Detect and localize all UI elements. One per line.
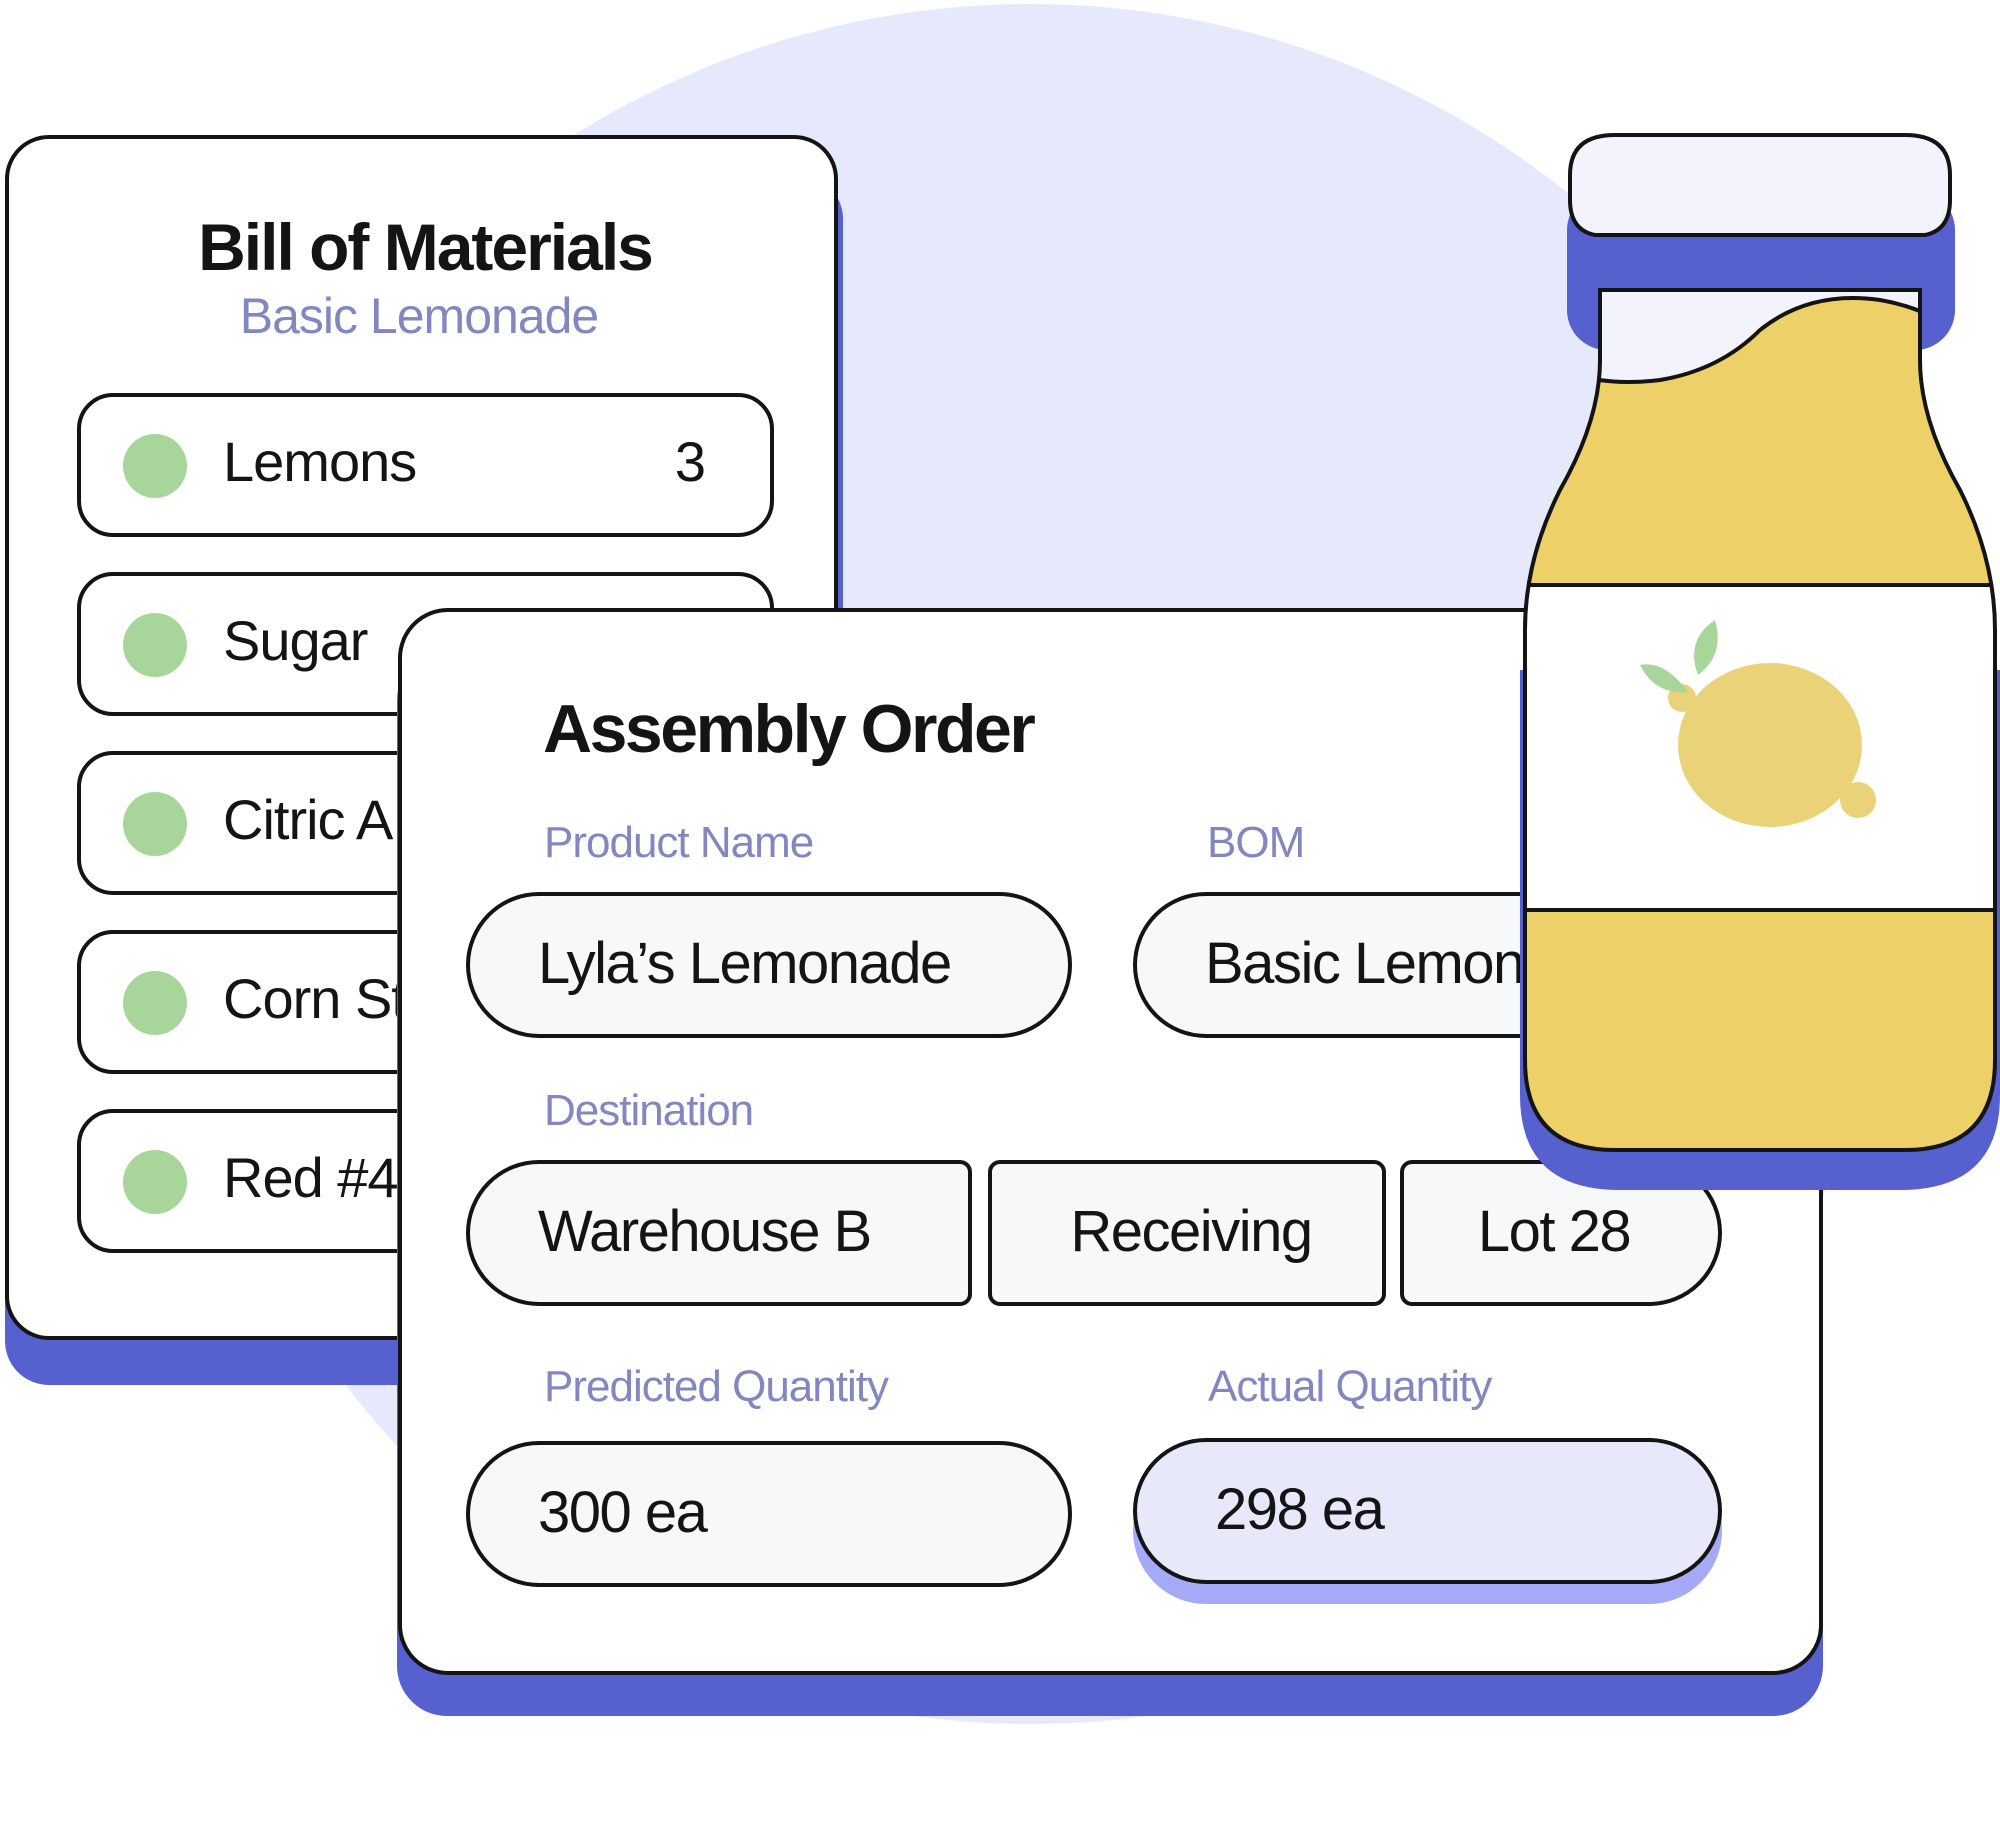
product-name-field[interactable]: Lyla’s Lemonade xyxy=(466,892,1072,1038)
bom-subtitle: Basic Lemonade xyxy=(239,288,599,344)
bom-item[interactable]: Lemons 3 xyxy=(77,393,774,537)
destination-lot-value: Lot 28 xyxy=(1477,1199,1632,1264)
actual-quantity-field[interactable]: 298 ea xyxy=(1133,1438,1722,1584)
destination-warehouse-field[interactable]: Warehouse B xyxy=(466,1160,972,1306)
lemon-icon xyxy=(1640,620,1876,827)
predicted-quantity-value: 300 ea xyxy=(538,1480,708,1545)
predicted-quantity-label: Predicted Quantity xyxy=(544,1362,889,1411)
predicted-quantity-field[interactable]: 300 ea xyxy=(466,1441,1072,1587)
assembly-order-card: Assembly Order Product Name BOM Lyla’s L… xyxy=(398,608,1823,1675)
bom-title: Bill of Materials xyxy=(198,210,654,284)
product-name-value: Lyla’s Lemonade xyxy=(538,931,952,996)
status-dot-icon xyxy=(123,792,187,856)
actual-quantity-label: Actual Quantity xyxy=(1208,1362,1492,1411)
bom-item-name: Lemons xyxy=(223,430,417,493)
bom-item-name: Corn St xyxy=(223,967,407,1030)
status-dot-icon xyxy=(123,613,187,677)
destination-area-field[interactable]: Receiving xyxy=(988,1160,1386,1306)
status-dot-icon xyxy=(123,971,187,1035)
destination-area-value: Receiving xyxy=(1070,1199,1313,1264)
assembly-title: Assembly Order xyxy=(543,691,1036,767)
status-dot-icon xyxy=(123,434,187,498)
bom-item-qty: 3 xyxy=(674,430,706,493)
status-dot-icon xyxy=(123,1150,187,1214)
bom-label: BOM xyxy=(1207,818,1305,867)
product-name-label: Product Name xyxy=(544,818,814,867)
destination-warehouse-value: Warehouse B xyxy=(538,1199,872,1264)
lemonade-bottle-icon xyxy=(1520,133,2000,1190)
bom-item-name: Citric A xyxy=(223,788,393,851)
bom-item-name: Red #4 xyxy=(223,1146,399,1209)
destination-label: Destination xyxy=(544,1086,754,1135)
actual-quantity-value: 298 ea xyxy=(1215,1477,1385,1542)
bom-item-name: Sugar xyxy=(223,609,368,672)
